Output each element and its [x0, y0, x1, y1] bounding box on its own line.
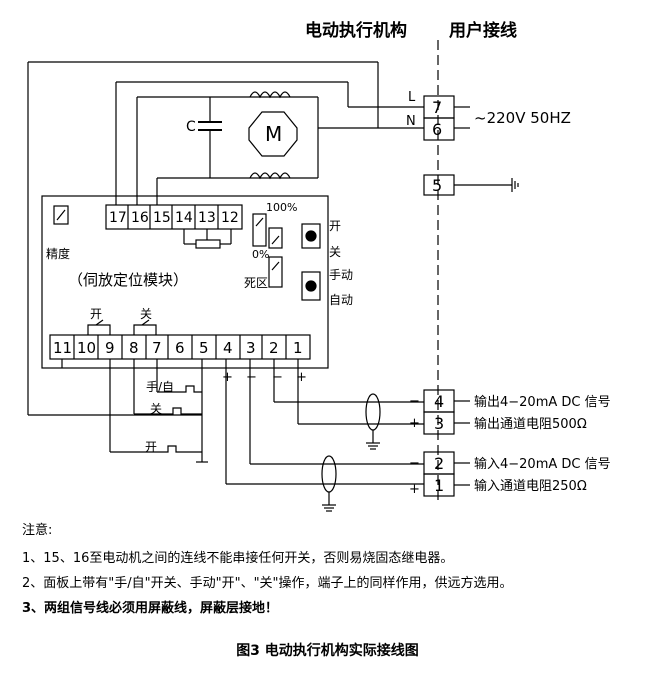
bot-term-6: 6: [175, 339, 185, 357]
open-close-button[interactable]: [301, 223, 321, 249]
bot-term-11: 11: [53, 339, 72, 357]
top-term-16: 16: [131, 210, 149, 226]
polarity-4: +: [222, 370, 233, 385]
ext-close-label: 关: [150, 402, 162, 416]
note-3: 3、两组信号线必须用屏蔽线，屏蔽层接地！: [22, 601, 279, 616]
supply-label: ~220V 50HZ: [474, 109, 571, 127]
header-right: 用户接线: [449, 20, 517, 41]
bot-term-3: 3: [246, 339, 256, 357]
top-term-14: 14: [175, 210, 193, 226]
top-term-12: 12: [221, 210, 239, 226]
pct100-label: 100%: [266, 201, 297, 214]
signal-4-sign: −: [409, 394, 420, 409]
polarity-2: −: [272, 370, 283, 385]
ext-manual-auto-label: 手/自: [146, 380, 174, 394]
bot-term-1: 1: [293, 339, 303, 357]
manual-label: 手动: [329, 268, 353, 282]
top-term-13: 13: [198, 210, 216, 226]
signal-1-label: 输入通道电阻250Ω: [474, 478, 587, 494]
winding-top: [249, 91, 291, 99]
polarity-1: +: [296, 370, 307, 385]
bot-term-7: 7: [152, 339, 162, 357]
terminal-6-num: 6: [432, 120, 442, 139]
bot-term-5: 5: [199, 339, 209, 357]
switch-open-external[interactable]: [160, 445, 202, 453]
switch-close-external[interactable]: [165, 407, 202, 415]
note-2: 2、面板上带有"手/自"开关、手动"开"、"关"操作，端子上的同样作用，供远方选…: [22, 576, 513, 591]
capacitor-label: C: [186, 119, 196, 135]
terminal-5-num: 5: [432, 176, 442, 195]
bot-term-9: 9: [105, 339, 115, 357]
winding-bottom: [249, 172, 291, 180]
top-terminal-strip: [105, 204, 243, 230]
terminal-6: [423, 117, 455, 141]
shield-input: [321, 455, 337, 493]
potentiometer: [195, 239, 221, 249]
switch-open-internal: [87, 324, 111, 335]
label-N: N: [406, 114, 416, 129]
signal-2-num: 2: [434, 454, 444, 473]
sw-open-label: 开: [90, 307, 102, 321]
figure-caption: 图3 电动执行机构实际接线图: [236, 643, 419, 659]
polarity-3: −: [246, 370, 257, 385]
signal-3-label: 输出通道电阻500Ω: [474, 416, 587, 432]
signal-3-sign: +: [409, 416, 420, 431]
signal-4-num: 4: [434, 392, 444, 411]
motor-label: M: [265, 122, 282, 146]
open-label: 开: [329, 219, 341, 233]
bottom-terminal-labels: 11 10 9 8 7 6 5 4 3 2 1: [53, 339, 303, 357]
top-term-15: 15: [153, 210, 171, 226]
bot-term-4: 4: [223, 339, 233, 357]
top-term-17: 17: [109, 210, 127, 226]
signal-1-num: 1: [434, 476, 444, 495]
bottom-terminal-strip: [49, 334, 311, 360]
notes-title: 注意:: [22, 523, 53, 538]
signal-4-label: 输出4−20mA DC 信号: [474, 394, 611, 410]
top-terminal-labels: 17 16 15 14 13 12: [109, 210, 239, 226]
servo-module-box: [41, 195, 329, 369]
precision-label: 精度: [46, 246, 70, 261]
ext-open-label: 开: [145, 440, 157, 454]
switch-close-internal: [133, 324, 157, 335]
manual-auto-button[interactable]: [301, 271, 321, 301]
bot-term-10: 10: [77, 339, 96, 357]
signal-1-sign: +: [409, 482, 420, 497]
deadzone-label: 死区: [244, 276, 268, 290]
label-L: L: [408, 90, 416, 105]
auto-label: 自动: [329, 293, 353, 307]
signal-2-label: 输入4−20mA DC 信号: [474, 456, 611, 472]
terminal-7-num: 7: [432, 98, 442, 117]
module-name: （伺放定位模块）: [68, 271, 188, 289]
bot-term-8: 8: [129, 339, 139, 357]
header-left: 电动执行机构: [305, 20, 407, 41]
signal-3-num: 3: [434, 414, 444, 433]
motor-octagon: [248, 111, 298, 157]
bot-term-2: 2: [269, 339, 279, 357]
close-label: 关: [329, 245, 341, 259]
switch-manual-auto-external[interactable]: [180, 385, 202, 393]
note-1: 1、15、16至电动机之间的连线不能串接任何开关，否则易烧固态继电器。: [22, 551, 454, 566]
sw-close-label: 关: [140, 307, 152, 321]
pct0-label: 0%: [252, 248, 269, 261]
signal-2-sign: −: [409, 456, 420, 471]
